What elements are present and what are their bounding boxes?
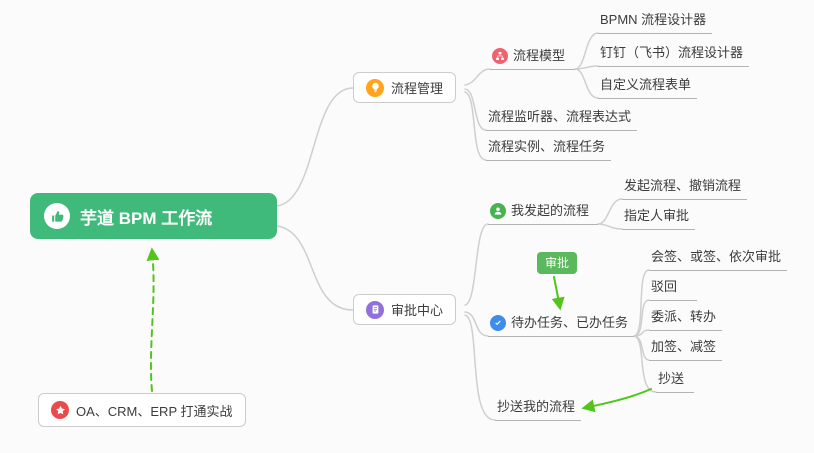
approval-flow-arrow — [551, 276, 565, 311]
node-label: 自定义流程表单 — [600, 77, 692, 92]
node-custom-process-form[interactable]: 自定义流程表单 — [598, 77, 698, 99]
node-listener-expression[interactable]: 流程监听器、流程表达式 — [486, 109, 638, 131]
node-add-reduce-sign[interactable]: 加签、减签 — [649, 339, 723, 361]
root-node[interactable]: 芋道 BPM 工作流 — [30, 193, 277, 239]
dashed-link-arrow — [146, 247, 160, 392]
node-label: 加签、减签 — [651, 339, 717, 354]
node-delegate-transfer[interactable]: 委派、转办 — [649, 309, 723, 331]
node-designated-approver[interactable]: 指定人审批 — [622, 208, 696, 230]
node-approval-center[interactable]: 审批中心 — [353, 294, 457, 325]
badge-label: 审批 — [545, 256, 570, 270]
node-label: 审批中心 — [391, 303, 444, 318]
approval-badge[interactable]: 审批 — [537, 252, 578, 274]
node-label: 钉钉（飞书）流程设计器 — [600, 45, 744, 60]
sitemap-icon — [492, 48, 508, 64]
node-label: 委派、转办 — [651, 309, 717, 324]
node-carbon-copy[interactable]: 抄送 — [656, 371, 694, 393]
node-process-management[interactable]: 流程管理 — [353, 72, 457, 103]
document-icon — [366, 300, 384, 319]
root-label: 芋道 BPM 工作流 — [80, 208, 213, 228]
node-label: 流程模型 — [513, 48, 566, 63]
node-label: 流程实例、流程任务 — [488, 139, 606, 154]
node-label: OA、CRM、ERP 打通实战 — [76, 403, 233, 419]
node-my-initiated-process[interactable]: 我发起的流程 — [488, 203, 598, 225]
thumbs-up-icon — [44, 203, 70, 229]
node-countersign-orsign-sequential[interactable]: 会签、或签、依次审批 — [649, 249, 788, 271]
node-initiate-cancel-process[interactable]: 发起流程、撤销流程 — [622, 178, 748, 200]
node-label: 指定人审批 — [624, 208, 690, 223]
lightbulb-icon — [366, 78, 384, 97]
node-label: 发起流程、撤销流程 — [624, 178, 742, 193]
node-cc-my-process[interactable]: 抄送我的流程 — [495, 399, 582, 421]
node-label: 我发起的流程 — [511, 203, 590, 218]
node-label: 流程管理 — [391, 81, 444, 96]
node-label: 待办任务、已办任务 — [511, 315, 629, 330]
node-label: BPMN 流程设计器 — [600, 12, 707, 27]
node-label: 抄送 — [658, 371, 685, 386]
node-label: 驳回 — [651, 279, 678, 294]
node-dingtalk-feishu-designer[interactable]: 钉钉（飞书）流程设计器 — [598, 45, 750, 67]
cc-link-arrow — [581, 388, 652, 413]
node-process-model[interactable]: 流程模型 — [490, 48, 575, 70]
node-reject[interactable]: 驳回 — [649, 279, 697, 301]
person-icon — [490, 203, 506, 219]
node-bpmn-designer[interactable]: BPMN 流程设计器 — [598, 12, 713, 34]
check-icon — [490, 315, 506, 331]
node-instance-task[interactable]: 流程实例、流程任务 — [486, 139, 612, 161]
node-oa-crm-erp-practice[interactable]: OA、CRM、ERP 打通实战 — [38, 393, 246, 427]
node-label: 会签、或签、依次审批 — [651, 249, 782, 264]
node-label: 流程监听器、流程表达式 — [488, 109, 632, 124]
node-todo-done-tasks[interactable]: 待办任务、已办任务 — [488, 315, 634, 337]
node-label: 抄送我的流程 — [497, 399, 576, 414]
star-icon — [51, 401, 69, 419]
